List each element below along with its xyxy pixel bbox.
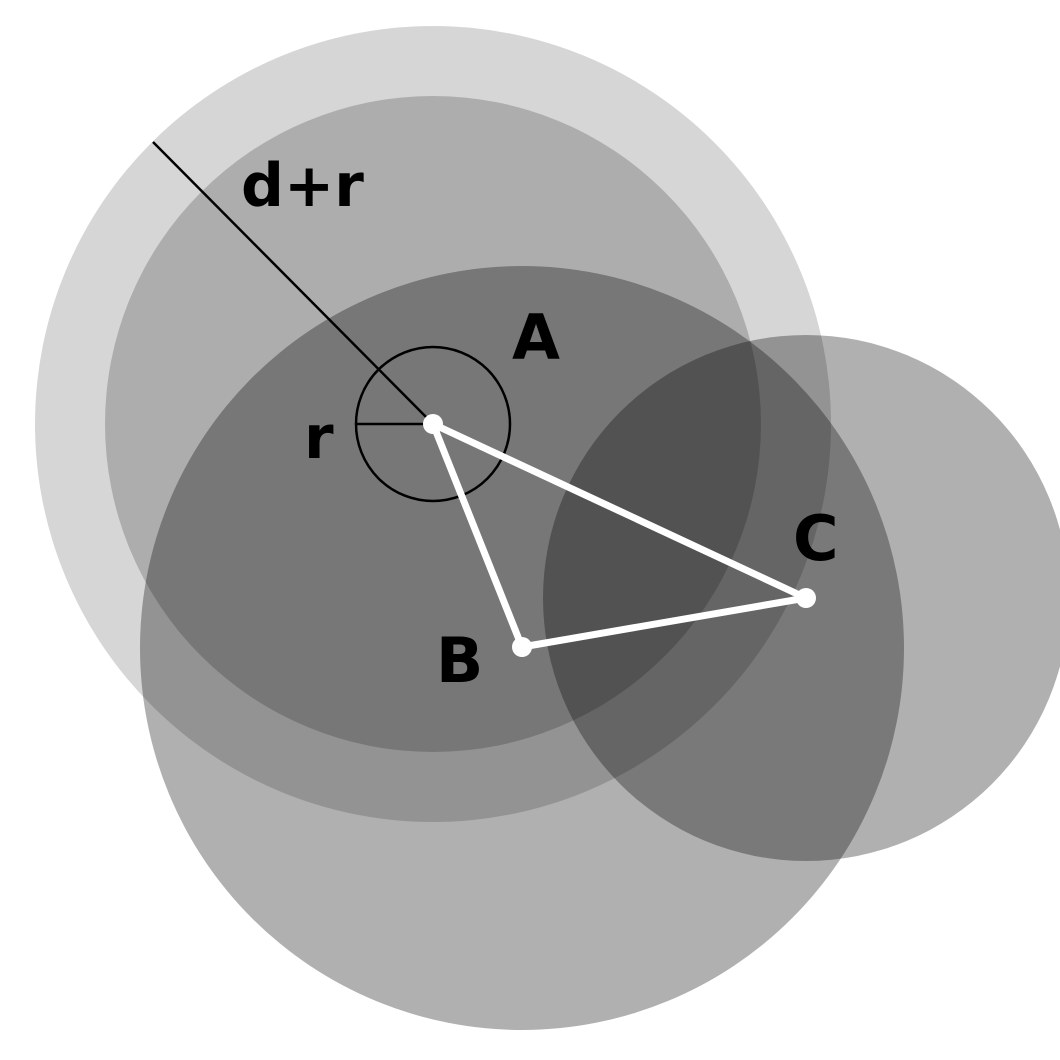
point-b-marker — [512, 637, 532, 657]
point-a-label: A — [512, 301, 560, 374]
distance-radius-line — [152, 141, 434, 425]
point-c-label: C — [793, 502, 839, 575]
point-c-marker — [796, 588, 816, 608]
point-a-marker — [423, 414, 443, 434]
radius-label: r — [304, 403, 334, 473]
point-b-label: B — [436, 624, 483, 697]
distance-label: d+r — [241, 151, 364, 221]
triangle-abc — [429, 420, 810, 651]
